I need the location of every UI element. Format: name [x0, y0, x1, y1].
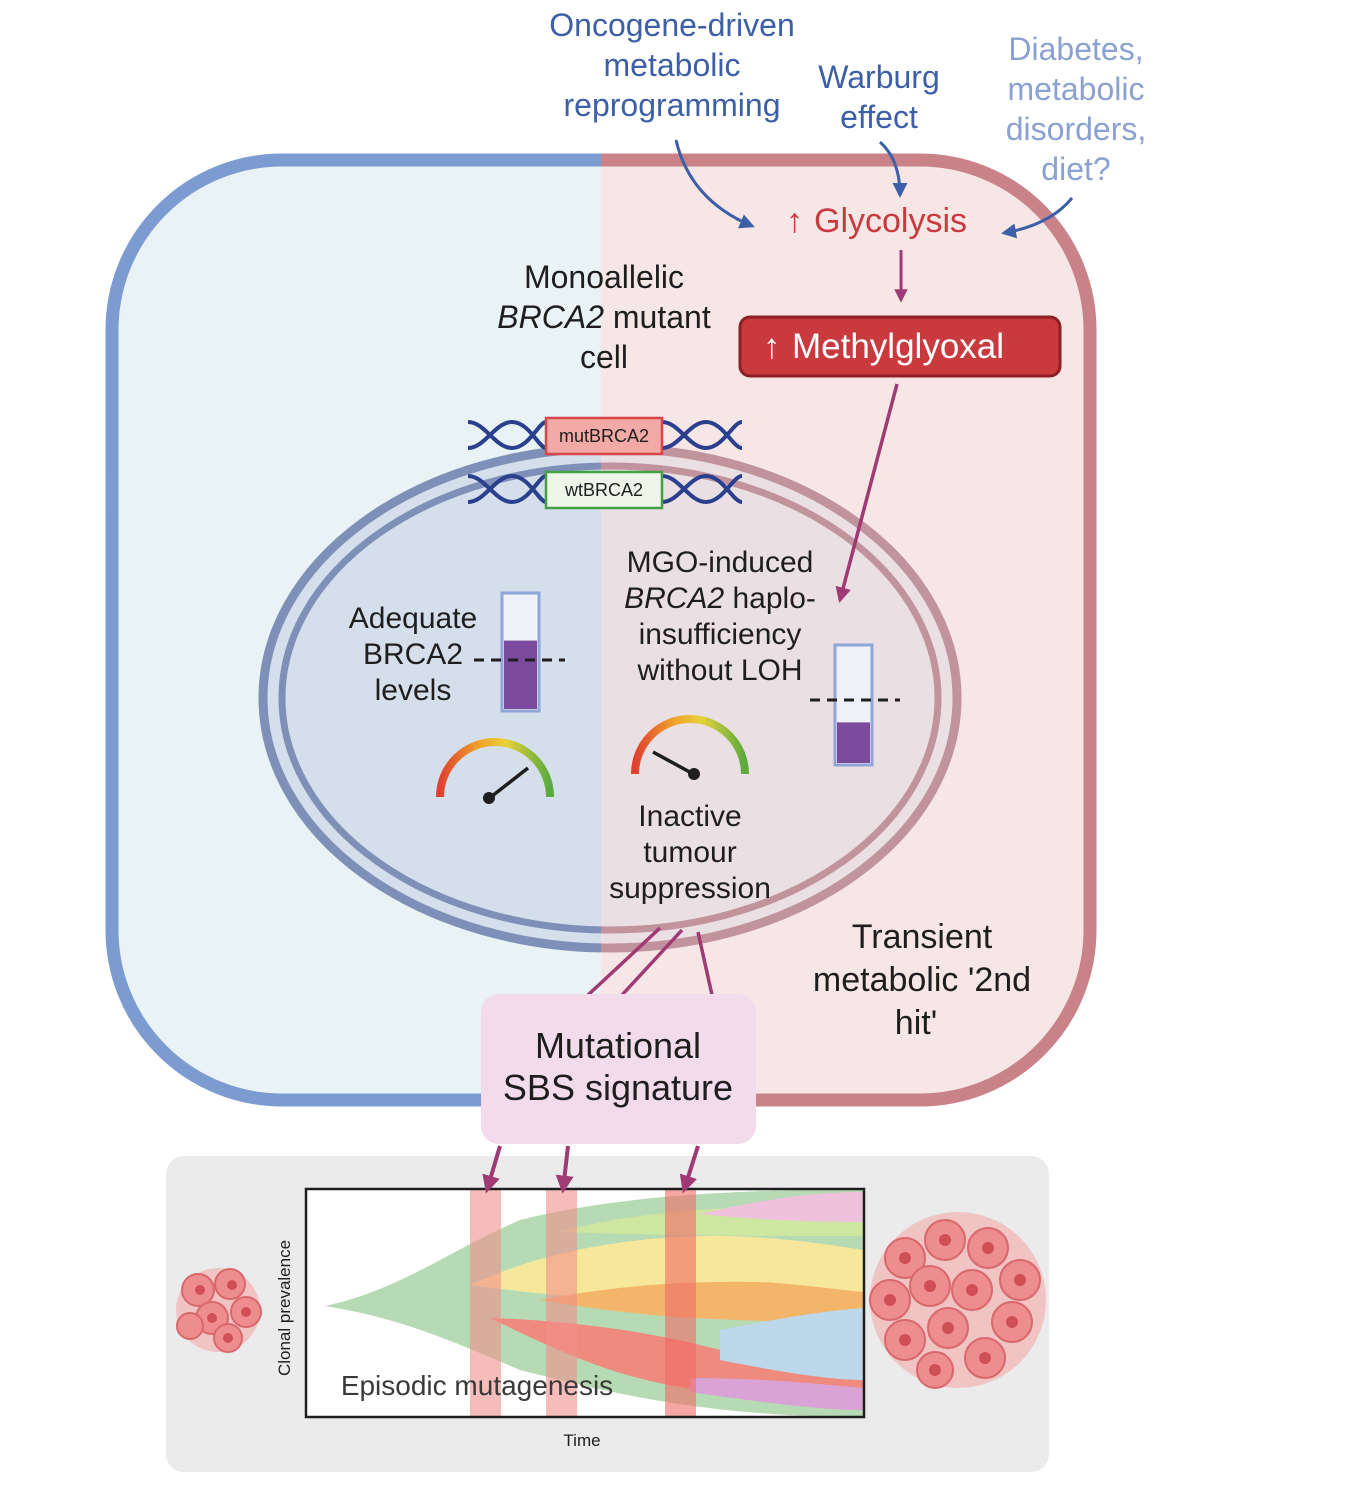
fishplot-clones: [306, 1189, 864, 1417]
left-gauge-icon: [436, 738, 554, 804]
second-hit-line1: Transient: [852, 918, 993, 956]
inactive-line3: suppression: [609, 872, 771, 905]
fishplot-x-label: Time: [563, 1431, 600, 1450]
inactive-line2: tumour: [643, 836, 736, 869]
cell-membrane-left: [105, 153, 601, 1107]
signature-line1: Mutational: [535, 1025, 701, 1066]
second-hit-line3: hit': [895, 1004, 937, 1042]
left-level-bar: [500, 591, 541, 713]
mgo-induced-line2: BRCA2 haplo-: [624, 582, 816, 615]
glycolysis-label: Glycolysis: [814, 202, 967, 240]
mgo-induced-line3: insufficiency: [639, 618, 802, 651]
mutbrca2-label: mutBRCA2: [559, 426, 649, 446]
methylglyoxal-label: Methylglyoxal: [792, 327, 1004, 366]
adequate-line1: Adequate: [349, 602, 477, 635]
inactive-line1: Inactive: [638, 800, 741, 833]
left-level-fill: [504, 640, 537, 709]
nucleus: [258, 443, 962, 953]
nucleus-to-signature-lines: [586, 926, 714, 997]
adequate-line2: BRCA2: [363, 638, 463, 671]
driver-diabetes-line2: metabolic: [1008, 71, 1145, 107]
dna-mutant-allele: [467, 419, 743, 451]
large-tumour-icon: [869, 1212, 1046, 1389]
driver-oncogene-line2: metabolic: [604, 47, 741, 83]
dna-wildtype-allele: [467, 473, 743, 505]
cell-title-line1: Monoallelic: [524, 259, 684, 295]
driver-diabetes-line1: Diabetes,: [1008, 31, 1143, 67]
small-tumour-icon: [176, 1268, 262, 1353]
mgo-induced-line4: without LOH: [636, 654, 802, 687]
mutagenesis-episode-3: [665, 1189, 696, 1417]
cell-membrane-right: [601, 153, 1097, 1107]
right-level-fill: [837, 722, 870, 763]
wtbrca2-box: [544, 470, 664, 510]
driver-diabetes-line3: disorders,: [1006, 111, 1147, 147]
driver-diabetes-line4: diet?: [1041, 151, 1110, 187]
glycolysis-up-arrow: ↑: [786, 202, 803, 240]
methylglyoxal-box: [738, 315, 1062, 378]
cell-title-line2: BRCA2 mutant: [497, 299, 711, 335]
fishplot-y-label: Clonal prevalence: [275, 1240, 294, 1376]
signature-line2: SBS signature: [503, 1067, 733, 1108]
driver-oncogene-line3: reprogramming: [564, 87, 781, 123]
driver-warburg-line2: effect: [840, 99, 918, 135]
mutbrca2-box: [544, 416, 664, 456]
mutagenesis-episode-2: [546, 1189, 577, 1417]
mutagenesis-episode-1: [470, 1189, 501, 1417]
driver-oncogene-line1: Oncogene-driven: [549, 7, 794, 43]
right-level-bar: [833, 643, 874, 767]
right-gauge-icon: [631, 715, 749, 780]
cell-title-line3: cell: [580, 339, 628, 375]
oncogene-arrow: [674, 139, 755, 229]
second-hit-line2: metabolic '2nd: [813, 961, 1031, 999]
signature-to-episode-arrows: [482, 1145, 700, 1194]
fishplot-frame: [304, 1187, 866, 1419]
driver-warburg-line1: Warburg: [818, 59, 940, 95]
signature-box: [481, 994, 756, 1144]
fishplot-caption: Episodic mutagenesis: [341, 1370, 613, 1401]
diabetes-arrow: [1001, 197, 1074, 239]
methylglyoxal-up-arrow: ↑: [763, 327, 781, 366]
wtbrca2-label: wtBRCA2: [564, 480, 643, 500]
mgo-induced-line1: MGO-induced: [627, 546, 814, 579]
warburg-arrow: [878, 140, 908, 198]
mgo-to-nucleus-arrow: [835, 383, 899, 604]
adequate-line3: levels: [375, 674, 452, 707]
